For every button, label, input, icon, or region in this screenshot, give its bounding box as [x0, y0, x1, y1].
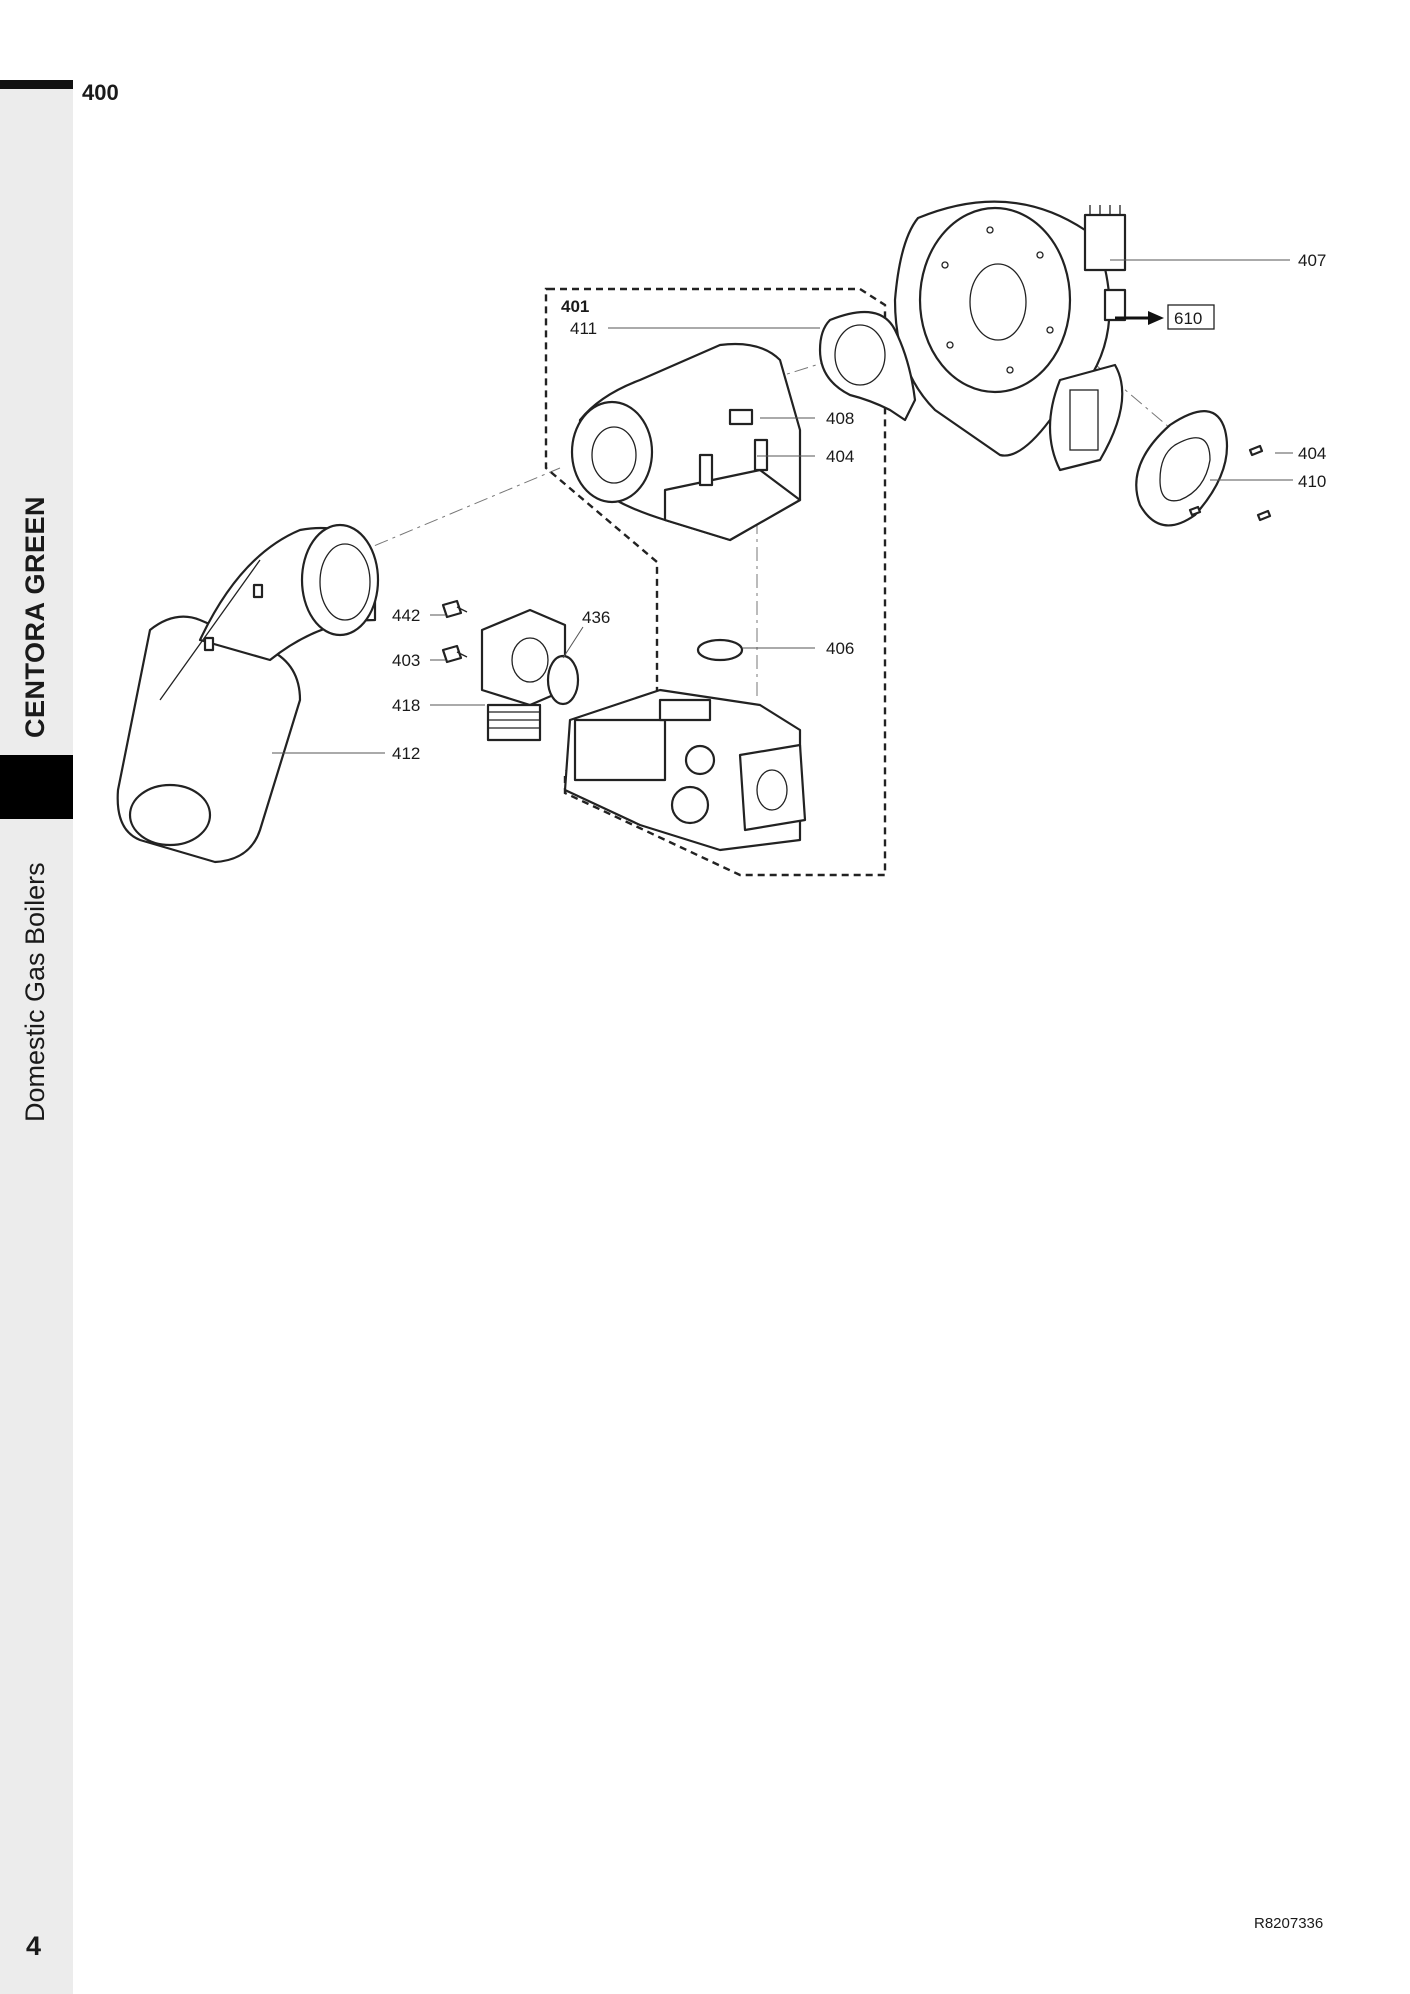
assembly-label-401: 401 — [561, 297, 589, 316]
callout-404-left: 404 — [826, 447, 854, 466]
sidebar-band — [0, 80, 73, 1994]
callout-408: 408 — [826, 409, 854, 428]
gas-valve — [563, 688, 807, 852]
section-number: 400 — [82, 80, 119, 105]
callout-407: 407 — [1298, 251, 1326, 270]
reference-code: R8207336 — [1254, 1915, 1324, 1932]
screws-442-403 — [441, 599, 468, 664]
leader-lines — [272, 259, 1293, 754]
callout-404-right: 404 — [1298, 444, 1326, 463]
reference-arrow-610 — [1115, 304, 1215, 330]
o-ring-436 — [546, 654, 580, 706]
page-number: 4 — [26, 1931, 42, 1961]
mixer-body-408 — [570, 342, 802, 542]
callout-418: 418 — [392, 696, 420, 715]
sidebar-top-rule — [0, 80, 73, 89]
callout-436: 436 — [582, 608, 610, 627]
fan-housing-407 — [893, 200, 1127, 472]
inlet-elbow-412 — [116, 523, 380, 864]
sidebar-black-tab — [0, 755, 73, 819]
callout-610: 610 — [1174, 309, 1202, 328]
callout-406: 406 — [826, 639, 854, 658]
callout-412: 412 — [392, 744, 420, 763]
callout-411: 411 — [570, 319, 597, 338]
gasket-411 — [818, 310, 917, 422]
callout-442: 442 — [392, 606, 420, 625]
callout-403: 403 — [392, 651, 420, 670]
gasket-410 — [1135, 410, 1229, 527]
callout-410: 410 — [1298, 472, 1326, 491]
screws-404-right — [1188, 444, 1272, 522]
o-ring-406 — [696, 638, 744, 662]
